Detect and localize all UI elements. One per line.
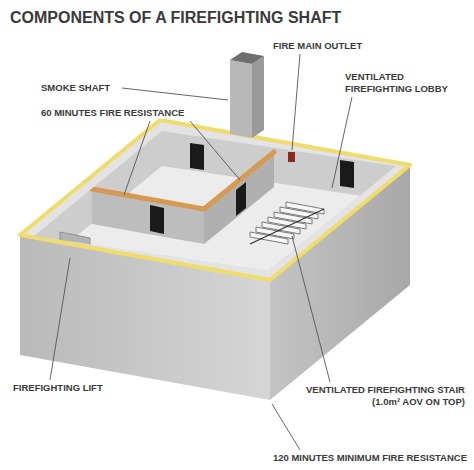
lift-car [60, 232, 90, 258]
callout-label: VENTILATED FIREFIGHTING LOBBY [344, 71, 470, 95]
door [236, 182, 246, 216]
stair-rail [250, 209, 324, 244]
stair [250, 202, 324, 244]
lift-door [150, 205, 164, 234]
fire-main-outlet [288, 152, 295, 162]
diagram-title: COMPONENTS OF A FIREFIGHTING SHAFT [10, 8, 341, 28]
door [340, 160, 354, 188]
callout-label: SMOKE SHAFT [40, 82, 111, 94]
callout-label: 60 MINUTES FIRE RESISTANCE [40, 107, 185, 119]
partition-face [92, 189, 204, 244]
floor [34, 166, 396, 306]
smoke-shaft [230, 52, 264, 64]
callout-label: FIREFIGHTING LIFT [12, 382, 104, 394]
smoke-shaft [230, 60, 252, 138]
smoke-shaft [252, 56, 264, 138]
callout-label: 120 MINUTES MINIMUM FIRE RESISTANCE [272, 452, 468, 464]
fire-resisting-wall [92, 189, 204, 209]
callout-label: FIRE MAIN OUTLET [272, 40, 363, 52]
callout-label: VENTILATED FIREFIGHTING STAIR (1.0m² AOV… [299, 384, 466, 408]
door [190, 143, 204, 170]
